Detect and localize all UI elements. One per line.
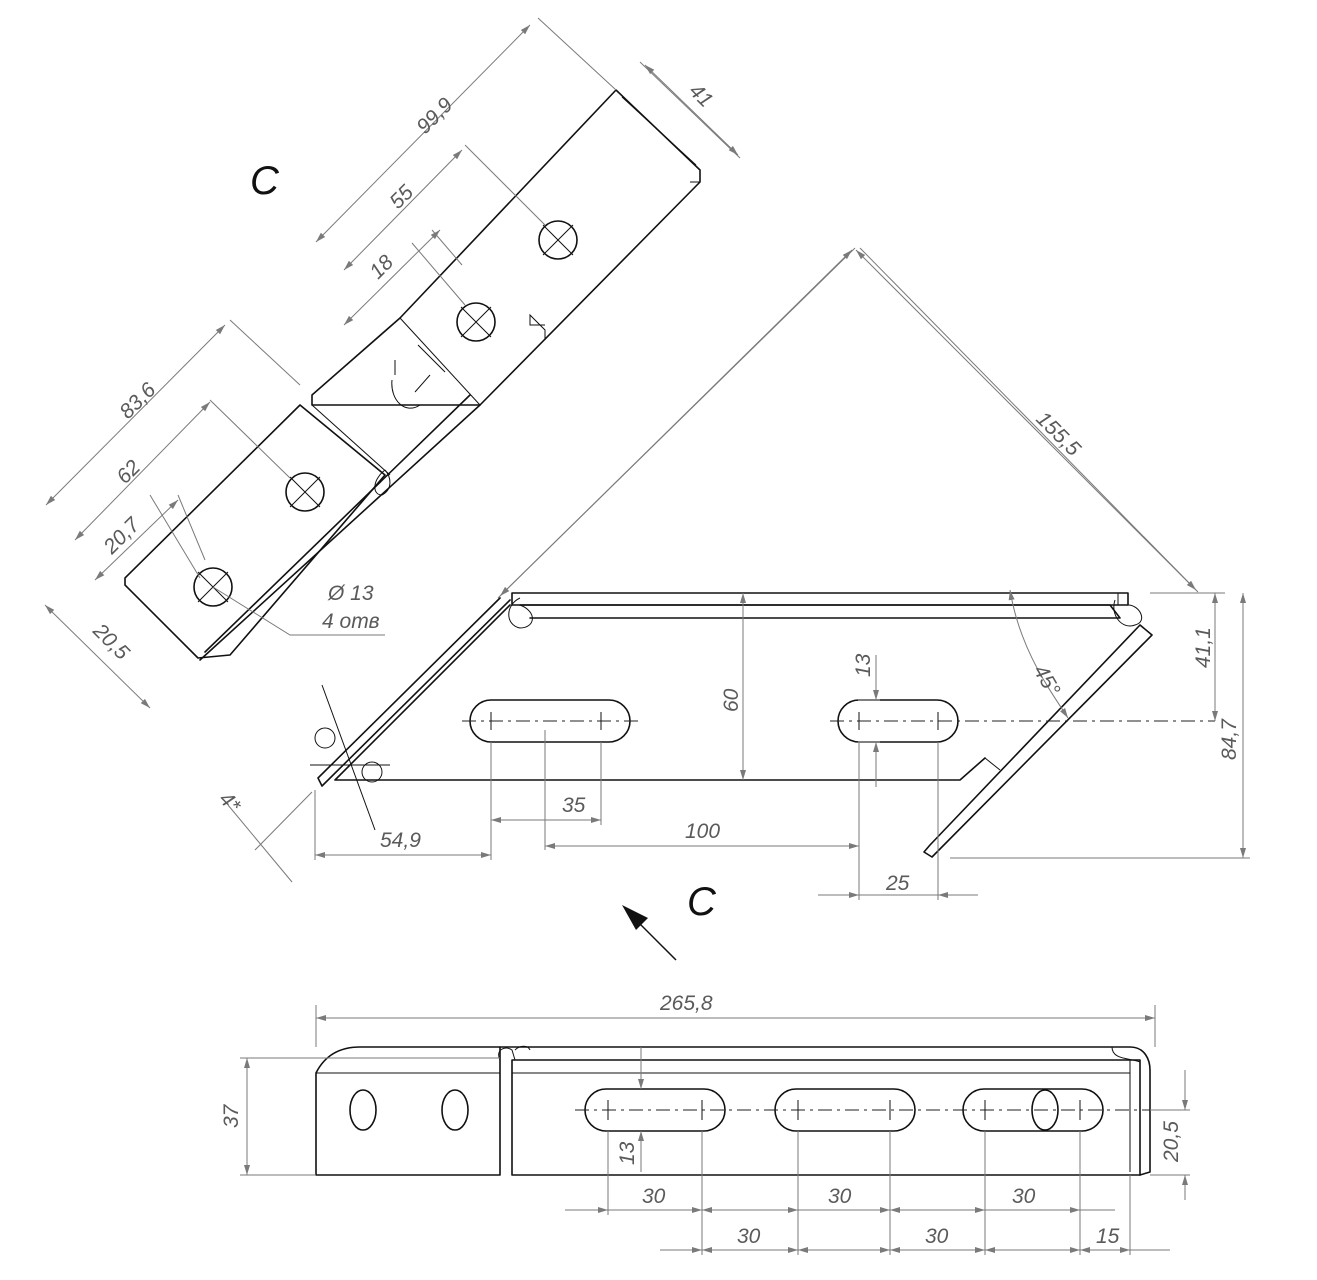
main-view-slots (462, 699, 1215, 743)
main-view-part (310, 592, 1153, 858)
dim-20-5: 20,5 (88, 619, 134, 665)
dim-41-1: 41,1 (1192, 627, 1215, 668)
view-direction-arrow (622, 905, 677, 961)
dim-45-deg: 45° (1029, 661, 1065, 700)
dim-30-c: 30 (1012, 1185, 1036, 1208)
dim-15: 15 (1096, 1225, 1120, 1248)
dim-30-a: 30 (642, 1185, 666, 1208)
hole-diameter-note: Ø 13 (327, 582, 374, 605)
view-c-dimensions: 99,9 55 18 41 83,6 62 20,7 20,5 Ø 13 4 о… (44, 17, 741, 709)
bottom-view-slots (575, 1088, 1190, 1132)
dim-30-e: 30 (925, 1225, 949, 1248)
dim-60: 60 (720, 688, 743, 712)
dim-20-7: 20,7 (99, 512, 146, 559)
dim-83-6: 83,6 (115, 378, 160, 423)
dim-99-9: 99,9 (412, 93, 457, 138)
dim-84-7: 84,7 (1218, 718, 1241, 760)
hole-count-note: 4 отв (322, 610, 380, 633)
dim-25: 25 (885, 872, 910, 895)
dim-30-b: 30 (828, 1185, 852, 1208)
dim-30-d: 30 (737, 1225, 761, 1248)
view-c-label-top: C (250, 159, 280, 203)
view-c-label-main: C (687, 880, 717, 924)
dim-100: 100 (685, 820, 720, 843)
bottom-view-part (315, 1045, 1151, 1176)
main-view-dimensions: 155,5 60 13 45° 41,1 84,7 35 100 54,9 25… (214, 247, 1250, 900)
dim-37: 37 (220, 1103, 243, 1128)
dim-55: 55 (385, 181, 418, 214)
dim-4-star: 4* (214, 787, 245, 818)
view-c-part (124, 89, 701, 661)
dim-13-main: 13 (852, 653, 875, 677)
dim-20-5-bottom: 20,5 (1160, 1121, 1183, 1163)
dim-41: 41 (684, 79, 717, 112)
dim-54-9: 54,9 (380, 829, 421, 852)
dim-18: 18 (365, 251, 398, 284)
dim-13-bottom: 13 (616, 1141, 639, 1165)
bottom-view-dimensions: 265,8 37 13 20,5 30 30 30 30 30 15 (220, 992, 1190, 1255)
dim-265-8: 265,8 (659, 992, 713, 1015)
dim-62: 62 (112, 456, 145, 489)
dim-35: 35 (562, 794, 586, 817)
